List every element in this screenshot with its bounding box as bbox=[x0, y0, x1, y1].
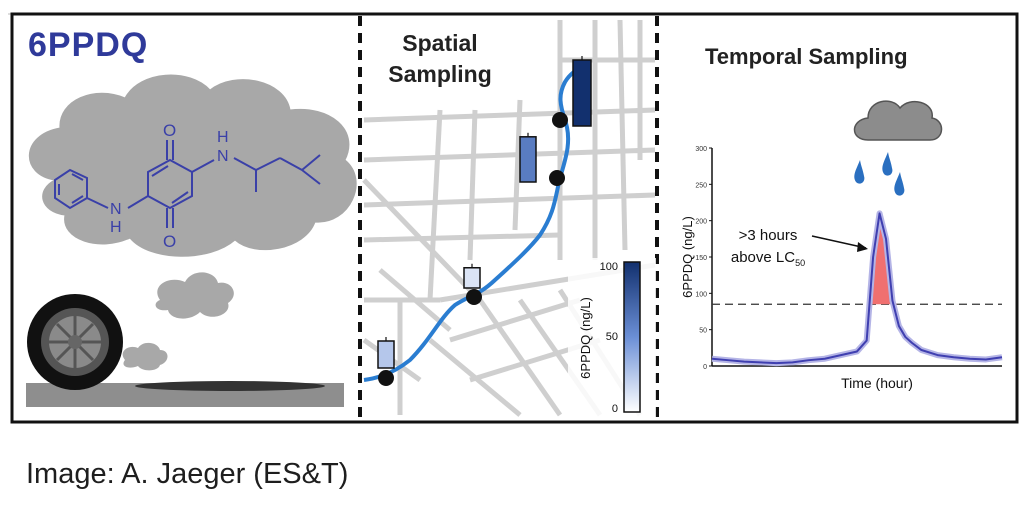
sample-point-4 bbox=[552, 112, 568, 128]
image-credit-caption: Image: A. Jaeger (ES&T) bbox=[26, 458, 349, 490]
panel1-title: 6PPDQ bbox=[28, 26, 149, 64]
sample-point-3 bbox=[549, 170, 565, 186]
y-tick-label: 50 bbox=[699, 328, 707, 335]
annotation-arrow bbox=[811, 235, 867, 249]
figure: O O N H H N bbox=[8, 12, 1019, 424]
figure-svg: O O N H H N bbox=[8, 12, 1019, 424]
sample-bar-1 bbox=[377, 340, 395, 369]
colorbar-tick-50: 50 bbox=[606, 331, 618, 343]
colorbar-tick-0: 0 bbox=[612, 403, 618, 415]
exhaust-puff-small bbox=[122, 342, 168, 371]
annotation-line1: >3 hours bbox=[739, 227, 798, 244]
colorbar bbox=[623, 261, 641, 413]
annotation-line2: above LC50 bbox=[731, 249, 805, 268]
sample-bar-4 bbox=[572, 59, 592, 127]
x-axis-label: Time (hour) bbox=[841, 375, 913, 391]
hydrogen-right-label: H bbox=[217, 129, 229, 146]
colorbar-background bbox=[568, 258, 656, 418]
series-line bbox=[711, 212, 1003, 365]
sample-point-1 bbox=[378, 370, 394, 386]
panel3-title: Temporal Sampling bbox=[705, 44, 908, 69]
y-tick-label: 200 bbox=[695, 219, 707, 226]
y-axis-label: 6PPDQ (ng/L) bbox=[680, 216, 695, 298]
panel2-title: Spatial Sampling bbox=[380, 28, 500, 90]
y-tick-label: 150 bbox=[695, 255, 707, 262]
colorbar-tick-100: 100 bbox=[600, 261, 618, 273]
chemical-cloud bbox=[28, 74, 357, 257]
panel2-title-line2: Sampling bbox=[388, 61, 492, 87]
hydrogen-left-label: H bbox=[110, 219, 122, 236]
panel2-title-line1: Spatial bbox=[402, 30, 478, 56]
panel-spatial-map: 100 50 0 6PPDQ (ng/L) bbox=[362, 19, 656, 418]
y-tick-label: 100 bbox=[695, 291, 707, 298]
y-tick-label: 250 bbox=[695, 182, 707, 189]
annotation-arrowhead bbox=[857, 242, 868, 252]
panel-temporal: 0 50 100 150 200 250 300 6PPDQ (ng/L) Time (hour… bbox=[680, 100, 1003, 391]
sample-point-2 bbox=[466, 289, 482, 305]
nitrogen-right-label: N bbox=[217, 148, 229, 165]
sample-bar-3 bbox=[519, 136, 537, 183]
nitrogen-left-label: N bbox=[110, 201, 122, 218]
panel-6ppdq: O O N H H N bbox=[26, 74, 357, 407]
oxygen-top-label: O bbox=[163, 121, 176, 140]
sampling-route bbox=[363, 60, 592, 382]
exhaust-puff-large bbox=[155, 272, 234, 319]
y-tick-label: 0 bbox=[703, 364, 707, 371]
raindrop-icons bbox=[854, 152, 905, 196]
rain-cloud-icon bbox=[853, 100, 943, 141]
oxygen-bottom-label: O bbox=[163, 232, 176, 251]
colorbar-label: 6PPDQ (ng/L) bbox=[578, 297, 593, 379]
line-chart: 0 50 100 150 200 250 300 6PPDQ (ng/L) Time (hour… bbox=[680, 146, 1003, 391]
molecule-structure bbox=[54, 140, 321, 228]
sample-bars bbox=[377, 56, 592, 369]
figure-frame bbox=[10, 12, 1019, 424]
y-tick-label: 300 bbox=[695, 146, 707, 153]
tire-icon bbox=[27, 294, 123, 390]
sample-bar-2 bbox=[463, 267, 481, 289]
road-stain bbox=[135, 381, 325, 391]
